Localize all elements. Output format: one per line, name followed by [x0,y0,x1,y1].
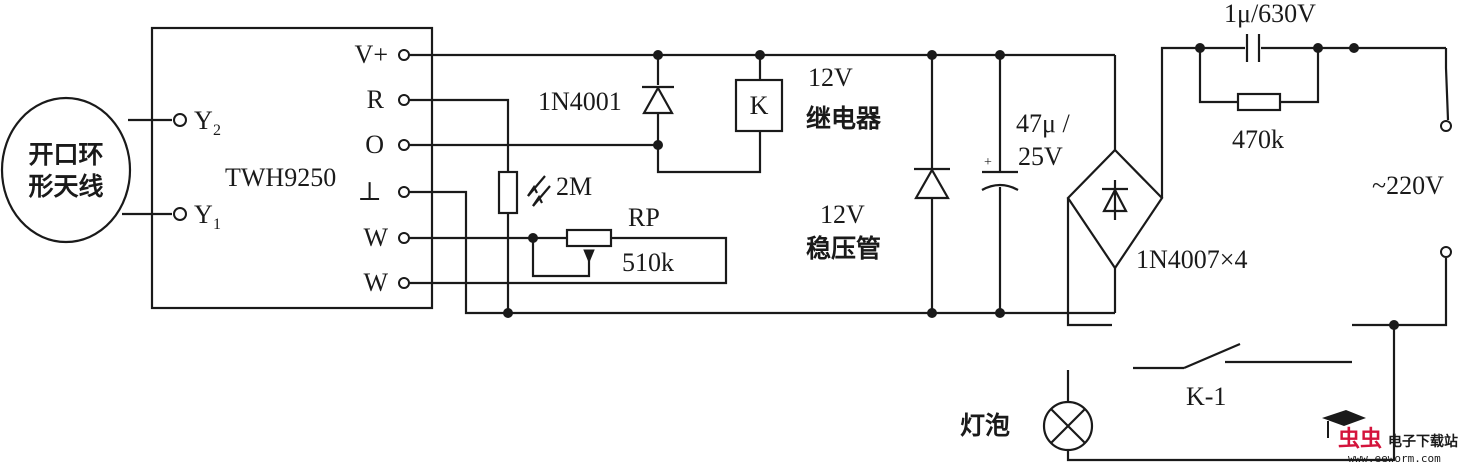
diode-label: 1N4001 [538,87,622,116]
relay-voltage: 12V [808,63,853,92]
relay-symbol: K [750,91,769,120]
bridge-rectifier: 1N4007×4 [1066,148,1247,274]
potentiometer-rp: RP 510k [565,203,674,277]
series-res-label: 470k [1232,125,1284,154]
pin-y2-subscript: 2 [213,122,221,139]
series-capacitor: 1μ/630V [1224,0,1316,62]
pin-w1-label: W [363,223,388,252]
antenna-label-line1: 开口环 [28,140,103,169]
pin-y1-subscript: 1 [213,216,221,233]
pot-value: 510k [622,248,674,277]
ic-twh9250: Y 2 Y 1 TWH9250 V+ R O ⊥ W W [150,26,434,310]
watermark-url: www.eeworm.com [1348,452,1441,465]
mains-input: ~220V [1372,120,1452,258]
pin-vplus-label: V+ [355,40,388,69]
bridge-label: 1N4007×4 [1136,245,1247,274]
pot-name: RP [628,203,660,232]
relay-k: K 12V 继电器 [734,63,882,133]
antenna-label-line2: 形天线 [28,172,103,201]
watermark: 虫虫 电子下载站 www.eeworm.com [1322,410,1458,465]
watermark-name: 电子下载站 [1388,433,1458,450]
mains-label: ~220V [1372,171,1444,200]
lamp-label: 灯泡 [960,411,1010,440]
switch-label: K-1 [1186,382,1226,411]
series-resistor: 470k [1232,92,1284,154]
lamp: 灯泡 [960,400,1094,452]
pin-y2-label: Y [194,106,213,135]
zener-voltage: 12V [820,200,865,229]
capacitor-voltage: 25V [1018,142,1063,171]
pin-y1-label: Y [194,200,213,229]
series-cap-label: 1μ/630V [1224,0,1316,28]
pin-y1-terminal [173,207,187,221]
pin-y2-terminal [173,113,187,127]
pin-o-label: O [365,130,384,159]
diode-1n4001: 1N4001 [538,85,674,116]
pin-r-label: R [367,85,385,114]
capacitor-plus: + [984,155,992,170]
relay-name: 继电器 [806,104,882,133]
pin-w2-label: W [363,268,388,297]
photoresistor-label: 2M [556,172,592,201]
watermark-brand: 虫虫 [1338,426,1382,452]
capacitor-value: 47μ / [1016,109,1070,138]
capacitor-47u: + 47μ / 25V [981,109,1070,191]
junctions [503,43,1399,330]
ring-antenna: 开口环 形天线 [0,96,187,244]
graduation-cap-icon [1322,410,1366,438]
pin-gnd-label: ⊥ [358,177,382,206]
wiring [409,46,1450,462]
zener-name: 稳压管 [806,234,881,263]
zener-12v: 12V 稳压管 [806,167,950,263]
photoresistor: 2M [497,170,592,215]
ic-name: TWH9250 [225,163,336,192]
